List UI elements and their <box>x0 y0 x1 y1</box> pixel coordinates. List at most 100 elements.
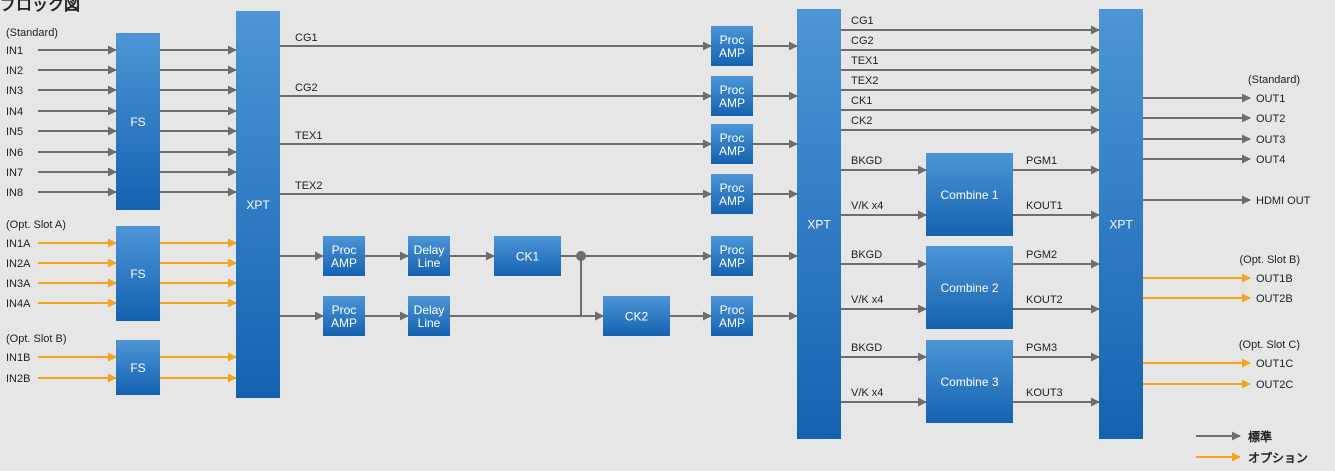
block-label-pa_ck1-1: Proc <box>720 243 745 257</box>
block-label-pa_tex1-1: Proc <box>720 131 745 145</box>
output-label-hdmi: HDMI OUT <box>1256 195 1311 207</box>
block-label-pa_ck1-2: AMP <box>719 256 745 270</box>
block-label-pa_k2_in-1: Proc <box>332 303 357 317</box>
block-ck1 <box>494 236 561 276</box>
block-label-pa_tex1-2: AMP <box>719 144 745 158</box>
label-bkgd-2: BKGD <box>851 249 882 261</box>
input-label-in4: IN4 <box>6 106 23 118</box>
label-tex1: TEX1 <box>295 130 323 142</box>
label-kout3: KOUT3 <box>1026 387 1063 399</box>
block-label-xpt3: XPT <box>1109 217 1133 231</box>
block-comb3 <box>926 340 1013 423</box>
label-pass-cg1: CG1 <box>851 15 874 27</box>
label-cg2: CG2 <box>295 82 318 94</box>
block-xpt3 <box>1099 9 1143 439</box>
block-pa_tex1 <box>711 124 753 164</box>
block-label-dl2-2: Line <box>418 316 441 330</box>
block-label-dl1-2: Line <box>418 256 441 270</box>
input-label-in7: IN7 <box>6 167 23 179</box>
label-cg1: CG1 <box>295 32 318 44</box>
label-pgm1: PGM1 <box>1026 155 1057 167</box>
output-group-label-oc: (Opt. Slot C) <box>1239 339 1300 351</box>
block-xpt1 <box>236 11 280 398</box>
output-label-out3: OUT3 <box>1256 134 1285 146</box>
input-label-in4a: IN4A <box>6 298 31 310</box>
block-label-pa_cg2-2: AMP <box>719 96 745 110</box>
label-vk-3: V/K x4 <box>851 387 883 399</box>
block-pa_cg2 <box>711 76 753 116</box>
input-label-in5: IN5 <box>6 126 23 138</box>
input-label-in1: IN1 <box>6 45 23 57</box>
input-label-in2b: IN2B <box>6 373 30 385</box>
input-label-in8: IN8 <box>6 187 23 199</box>
block-dl2 <box>408 296 450 336</box>
label-bkgd-3: BKGD <box>851 342 882 354</box>
label-pass-ck1: CK1 <box>851 95 872 107</box>
label-pgm3: PGM3 <box>1026 342 1057 354</box>
input-group-label-opta: (Opt. Slot A) <box>6 219 66 231</box>
block-fs2 <box>116 226 160 321</box>
label-kout1: KOUT1 <box>1026 200 1063 212</box>
block-label-fs2: FS <box>130 267 145 281</box>
block-label-pa_k2_in-2: AMP <box>331 316 357 330</box>
block-label-pa_ck2-2: AMP <box>719 316 745 330</box>
block-label-fs1: FS <box>130 115 145 129</box>
block-ck2 <box>603 296 670 336</box>
block-label-dl2-1: Delay <box>414 303 445 317</box>
block-label-pa_cg1-2: AMP <box>719 46 745 60</box>
input-label-in6: IN6 <box>6 147 23 159</box>
block-label-pa_k1_in-1: Proc <box>332 243 357 257</box>
block-pa_k1_in <box>323 236 365 276</box>
block-pa_ck1 <box>711 236 753 276</box>
output-group-label-ob: (Opt. Slot B) <box>1239 254 1300 266</box>
block-label-comb2: Combine 2 <box>940 281 998 295</box>
label-vk-1: V/K x4 <box>851 200 883 212</box>
block-fs1 <box>116 33 160 210</box>
line-ck1-branch-to-ck2 <box>580 256 604 321</box>
block-dl1 <box>408 236 450 276</box>
label-tex2: TEX2 <box>295 180 323 192</box>
block-pa_cg1 <box>711 26 753 66</box>
block-label-comb3: Combine 3 <box>940 375 998 389</box>
label-pass-tex2: TEX2 <box>851 75 879 87</box>
label-pass-tex1: TEX1 <box>851 55 879 67</box>
input-label-in2: IN2 <box>6 65 23 77</box>
block-label-pa_tex2-1: Proc <box>720 181 745 195</box>
label-pass-ck2: CK2 <box>851 115 872 127</box>
block-pa_tex2 <box>711 174 753 214</box>
legend-label-option: オプション <box>1248 450 1308 465</box>
block-comb2 <box>926 246 1013 329</box>
label-vk-2: V/K x4 <box>851 294 883 306</box>
label-pgm2: PGM2 <box>1026 249 1057 261</box>
block-comb1 <box>926 153 1013 236</box>
block-label-fs3: FS <box>130 361 145 375</box>
output-label-out2b: OUT2B <box>1256 293 1293 305</box>
block-label-pa_k1_in-2: AMP <box>331 256 357 270</box>
block-label-pa_cg1-1: Proc <box>720 33 745 47</box>
input-label-in1a: IN1A <box>6 238 31 250</box>
input-label-in3: IN3 <box>6 85 23 97</box>
label-bkgd-1: BKGD <box>851 155 882 167</box>
input-group-label-std: (Standard) <box>6 27 58 39</box>
output-label-out2c: OUT2C <box>1256 379 1293 391</box>
input-group-label-optb: (Opt. Slot B) <box>6 333 67 345</box>
label-pass-cg2: CG2 <box>851 35 874 47</box>
diagram-title: ブロック図 <box>0 0 81 14</box>
block-pa_ck2 <box>711 296 753 336</box>
block-pa_k2_in <box>323 296 365 336</box>
output-label-out1b: OUT1B <box>1256 273 1293 285</box>
block-label-pa_cg2-1: Proc <box>720 83 745 97</box>
block-fs3 <box>116 340 160 395</box>
output-label-out4: OUT4 <box>1256 154 1285 166</box>
block-label-comb1: Combine 1 <box>940 188 998 202</box>
block-label-pa_ck2-1: Proc <box>720 303 745 317</box>
block-label-xpt2: XPT <box>807 217 831 231</box>
output-group-label-ostd: (Standard) <box>1248 74 1300 86</box>
block-label-ck2: CK2 <box>625 309 649 323</box>
input-label-in2a: IN2A <box>6 258 31 270</box>
input-label-in3a: IN3A <box>6 278 31 290</box>
input-label-in1b: IN1B <box>6 352 30 364</box>
output-label-out1c: OUT1C <box>1256 358 1293 370</box>
